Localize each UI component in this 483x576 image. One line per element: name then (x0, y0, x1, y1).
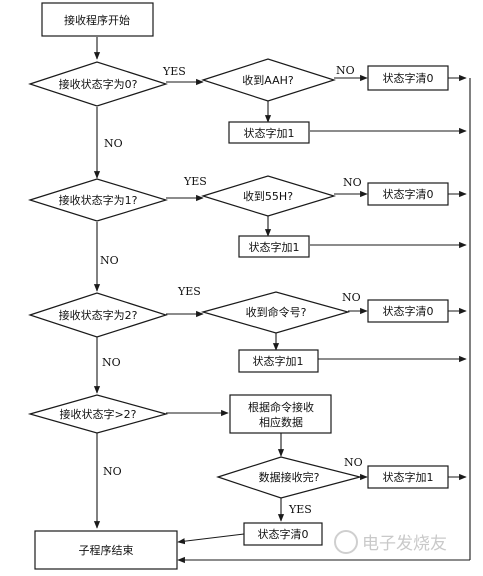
box-clear-b (367, 182, 449, 206)
label-no-c: NO (342, 291, 361, 304)
box-clear-d-label: 状态字清0 (258, 527, 309, 541)
start-box (41, 2, 154, 37)
watermark: 电子发烧友 (334, 530, 447, 554)
decision-state-1 (27, 178, 169, 222)
label-yes-d: YES (288, 503, 312, 516)
box-inc-d-label: 状态字加1 (383, 470, 434, 484)
label-no-2: NO (102, 356, 121, 369)
box-receive-data-line1: 根据命令接收 (248, 400, 314, 414)
decision-state-0-label: 接收状态字为0? (59, 77, 138, 91)
watermark-logo-icon (334, 530, 358, 554)
box-clear-d (243, 522, 323, 546)
watermark-text: 电子发烧友 (362, 534, 447, 554)
box-clear-b-label: 状态字清0 (383, 187, 434, 201)
start-label: 接收程序开始 (64, 13, 130, 27)
end-box (34, 530, 178, 570)
box-inc-a (228, 121, 310, 144)
box-inc-c (238, 349, 319, 373)
label-no-d: NO (344, 456, 363, 469)
connectors (93, 37, 471, 564)
box-clear-c (367, 299, 449, 323)
box-inc-b-label: 状态字加1 (249, 240, 300, 254)
nodes: 接收程序开始 接收状态字为0? 收到AAH? 状态字清0 状态字加1 接收状态字… (27, 2, 449, 570)
decision-recv-aah (201, 58, 336, 102)
box-clear-a-label: 状态字清0 (383, 71, 434, 85)
box-clear-c-label: 状态字清0 (383, 304, 434, 318)
decision-state-gt2 (27, 394, 169, 434)
label-no-1: NO (100, 254, 119, 267)
end-label: 子程序结束 (79, 543, 134, 557)
decision-data-done-label: 数据接收完? (259, 470, 320, 484)
label-yes-1: YES (183, 175, 207, 188)
decision-state-0 (28, 61, 168, 107)
box-clear-a (367, 65, 449, 91)
label-no-a: NO (336, 64, 355, 77)
decision-state-1-label: 接收状态字为1? (59, 193, 138, 207)
decision-state-gt2-label: 接收状态字>2? (59, 407, 136, 421)
box-receive-data (229, 394, 332, 434)
decision-state-2-label: 接收状态字为2? (59, 308, 138, 322)
decision-recv-55h (200, 175, 337, 217)
edge-labels: YES NO NO YES NO NO YES NO NO NO NO YES (100, 64, 363, 516)
decision-recv-cmd-label: 收到命令号? (246, 305, 307, 319)
decision-recv-cmd (200, 291, 351, 334)
box-inc-b (238, 235, 310, 258)
label-yes-0: YES (162, 65, 186, 78)
label-no-b: NO (343, 176, 362, 189)
decision-recv-55h-label: 收到55H? (243, 189, 293, 203)
box-inc-d (367, 465, 449, 489)
box-inc-c-label: 状态字加1 (253, 354, 304, 368)
decision-data-done (216, 456, 363, 499)
label-yes-2: YES (177, 285, 201, 298)
box-receive-data-line2: 相应数据 (259, 415, 303, 429)
edge-clr-d-end (177, 533, 245, 545)
label-no-3: NO (103, 465, 122, 478)
decision-recv-aah-label: 收到AAH? (242, 73, 294, 87)
decision-state-2 (28, 292, 168, 338)
label-no-0: NO (104, 137, 123, 150)
box-inc-a-label: 状态字加1 (244, 126, 295, 140)
